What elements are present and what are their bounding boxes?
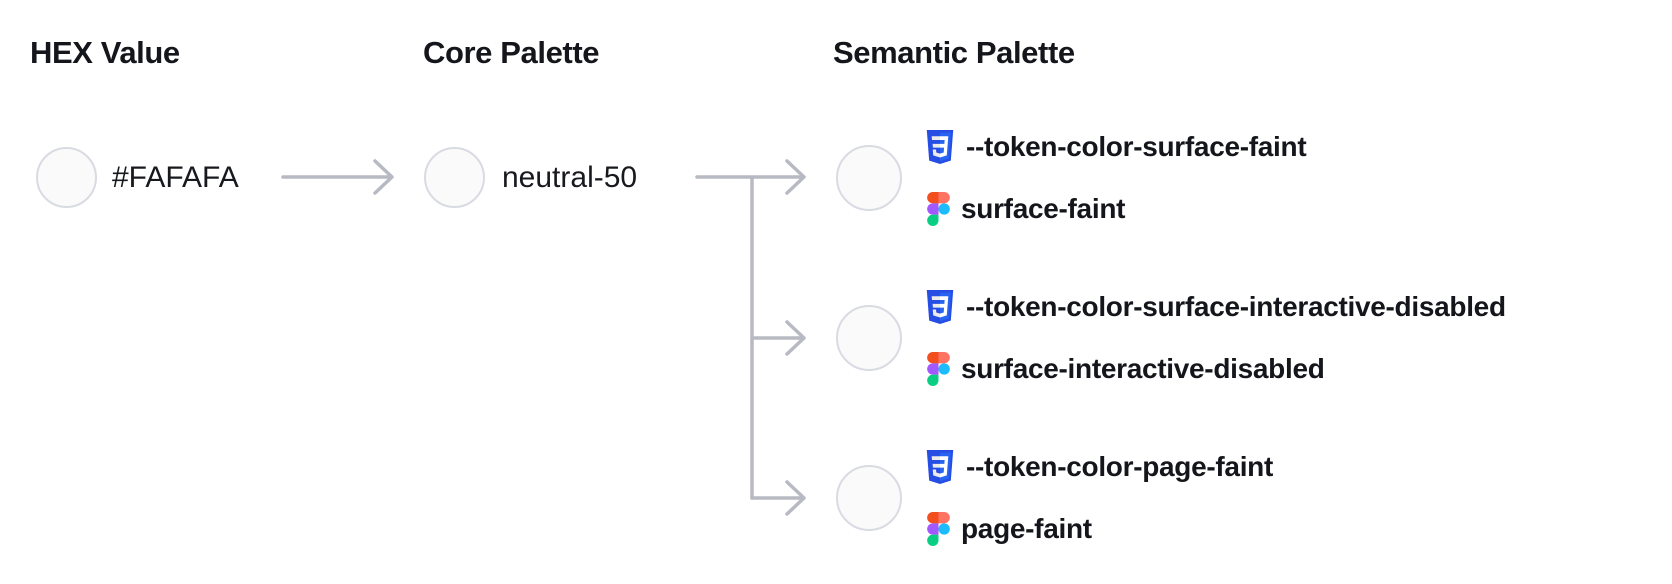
css-variable-label: --token-color-surface-faint xyxy=(966,131,1307,162)
figma-style-label: surface-faint xyxy=(961,193,1126,224)
semantic-color-swatch xyxy=(836,465,902,531)
css-variable-label: --token-color-surface-interactive-disabl… xyxy=(966,291,1506,322)
arrow-hex-to-core xyxy=(281,159,394,195)
css3-shield-icon xyxy=(925,130,955,164)
arrow-branch-to-token-3 xyxy=(750,480,806,516)
hex-value-label: #FAFAFA xyxy=(112,161,239,194)
css3-shield-icon xyxy=(925,290,955,324)
semantic-palette-column-header: Semantic Palette xyxy=(833,35,1075,70)
figma-style-line: page-faint xyxy=(927,512,1092,546)
semantic-color-swatch xyxy=(836,145,902,211)
figma-logo-icon xyxy=(927,192,950,226)
css-variable-line: --token-color-page-faint xyxy=(925,450,1273,484)
core-palette-label: neutral-50 xyxy=(502,161,638,194)
figma-logo-icon xyxy=(927,512,950,546)
figma-style-line: surface-faint xyxy=(927,192,1125,226)
arrow-branch-to-token-2 xyxy=(750,320,806,356)
figma-style-label: surface-interactive-disabled xyxy=(961,353,1325,384)
figma-logo-icon xyxy=(927,352,950,386)
hex-color-swatch xyxy=(36,147,97,208)
core-color-swatch xyxy=(424,147,485,208)
core-palette-column-header: Core Palette xyxy=(423,35,600,70)
css-variable-line: --token-color-surface-interactive-disabl… xyxy=(925,290,1506,324)
figma-style-label: page-faint xyxy=(961,513,1092,544)
arrow-core-to-token-1 xyxy=(695,159,806,195)
css3-shield-icon xyxy=(925,450,955,484)
css-variable-line: --token-color-surface-faint xyxy=(925,130,1307,164)
css-variable-label: --token-color-page-faint xyxy=(966,451,1274,482)
figma-style-line: surface-interactive-disabled xyxy=(927,352,1325,386)
semantic-color-swatch xyxy=(836,305,902,371)
hex-value-column-header: HEX Value xyxy=(30,35,180,70)
